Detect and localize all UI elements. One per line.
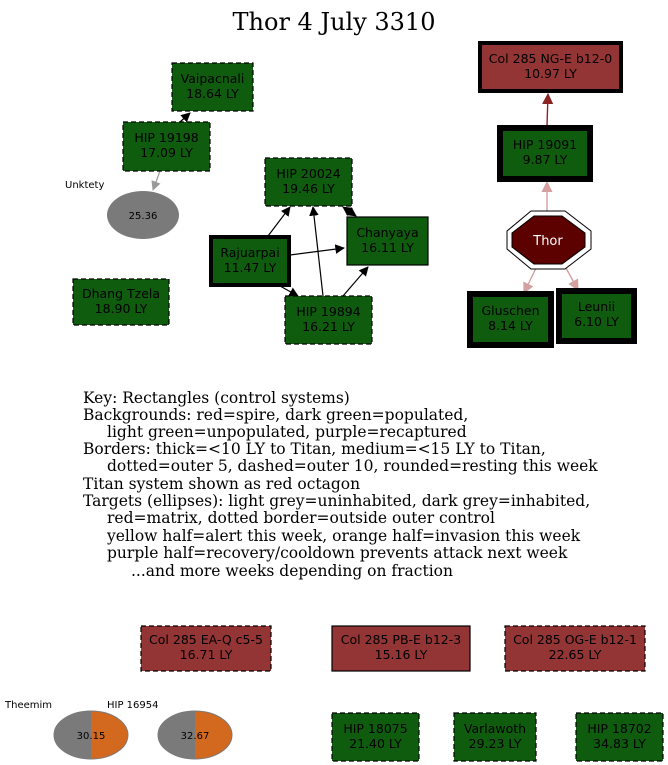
target-hip16954[interactable]: HIP 16954 32.67 xyxy=(107,700,233,760)
edge-hip20024-chanyaya xyxy=(342,206,357,217)
node-name: Col 285 EA-Q c5-5 xyxy=(149,632,263,647)
node-name: Leunii xyxy=(578,299,615,314)
node-distance: 15.16 LY xyxy=(375,647,428,662)
node-distance: 16.71 LY xyxy=(180,647,233,662)
node-distance: 9.87 LY xyxy=(523,152,568,167)
edge-hip19091-col285ng xyxy=(542,92,554,127)
edge-rajuarpai-hip20024 xyxy=(267,206,291,237)
target-value: 32.67 xyxy=(181,731,210,742)
edge-rajuarpai-chanyaya xyxy=(289,244,345,256)
node-distance: 8.14 LY xyxy=(488,318,533,333)
key-line: yellow half=alert this week, orange half… xyxy=(106,527,581,545)
node-name: Dhang Tzela xyxy=(82,286,160,301)
key-line: Backgrounds: red=spire, dark green=popul… xyxy=(83,406,468,424)
node-distance: 16.21 LY xyxy=(302,319,355,334)
node-name: Vaipacnali xyxy=(181,71,245,86)
node-name: HIP 19894 xyxy=(296,304,360,319)
node-hip20024[interactable]: HIP 20024 19.46 LY xyxy=(264,157,353,207)
key-line: red=matrix, dotted border=outside outer … xyxy=(107,509,495,527)
node-hip19091[interactable]: HIP 19091 9.87 LY xyxy=(497,125,593,182)
node-name: Col 285 OG-E b12-1 xyxy=(513,632,637,647)
key-line: purple half=recovery/cooldown prevents a… xyxy=(107,544,568,562)
node-distance: 21.40 LY xyxy=(349,736,402,751)
node-name: Gluschen xyxy=(481,303,539,318)
target-value: 25.36 xyxy=(129,211,158,222)
node-distance: 19.46 LY xyxy=(282,181,335,196)
node-hip18075[interactable]: HIP 18075 21.40 LY xyxy=(331,712,420,762)
target-unktety[interactable]: Unktety 25.36 xyxy=(65,180,179,239)
edge-hip19894-chanyaya xyxy=(342,266,369,297)
node-name: HIP 18075 xyxy=(343,721,407,736)
edge-hip19198-unktety xyxy=(151,170,161,191)
key-line: Key: Rectangles (control systems) xyxy=(83,389,350,407)
edge-rajuarpai-hip19894 xyxy=(279,285,299,297)
edges xyxy=(151,92,579,297)
node-name: Rajuarpai xyxy=(220,245,279,260)
node-distance: 6.10 LY xyxy=(574,314,619,329)
node-distance: 17.09 LY xyxy=(140,145,193,160)
node-name: Chanyaya xyxy=(356,225,418,240)
edge-hip19894-hip20024 xyxy=(309,206,324,297)
target-label: Unktety xyxy=(65,180,104,191)
node-col285ng[interactable]: Col 285 NG-E b12-0 10.97 LY xyxy=(478,41,623,93)
node-name: HIP 19091 xyxy=(513,137,577,152)
target-label: HIP 16954 xyxy=(107,700,159,711)
node-hip18702[interactable]: HIP 18702 34.83 LY xyxy=(575,712,664,762)
node-distance: 16.11 LY xyxy=(361,240,414,255)
node-distance: 34.83 LY xyxy=(593,736,646,751)
node-chanyaya[interactable]: Chanyaya 16.11 LY xyxy=(346,216,429,266)
edge-hip19198-vaipacnali xyxy=(179,112,191,123)
node-rajuarpai[interactable]: Rajuarpai 11.47 LY xyxy=(209,235,291,287)
node-gluschen[interactable]: Gluschen 8.14 LY xyxy=(467,291,554,348)
node-dhangtzela[interactable]: Dhang Tzela 18.90 LY xyxy=(72,278,170,326)
page-title: Thor 4 July 3310 xyxy=(233,8,436,36)
node-distance: 10.97 LY xyxy=(524,66,577,81)
node-distance: 18.90 LY xyxy=(95,301,148,316)
node-name: Varlawoth xyxy=(464,721,526,736)
titan-thor[interactable]: Thor xyxy=(506,210,592,270)
key-line: Titan system shown as red octagon xyxy=(83,475,360,493)
node-col285og[interactable]: Col 285 OG-E b12-1 22.65 LY xyxy=(504,625,646,672)
edge-thor-leunii xyxy=(565,267,579,291)
node-hip19894[interactable]: HIP 19894 16.21 LY xyxy=(284,295,373,345)
edge-thor-gluschen xyxy=(523,267,537,295)
node-name: HIP 18702 xyxy=(587,721,651,736)
node-name: Col 285 PB-E b12-3 xyxy=(341,632,461,647)
node-leunii[interactable]: Leunii 6.10 LY xyxy=(556,288,637,344)
node-col285ea[interactable]: Col 285 EA-Q c5-5 16.71 LY xyxy=(140,625,272,672)
node-name: Col 285 NG-E b12-0 xyxy=(489,51,612,66)
node-hip19198[interactable]: HIP 19198 17.09 LY xyxy=(122,121,211,172)
legend-key: Key: Rectangles (control systems) Backgr… xyxy=(83,389,598,580)
titan-name: Thor xyxy=(532,234,563,249)
node-varlawoth[interactable]: Varlawoth 29.23 LY xyxy=(453,712,537,762)
key-line: Targets (ellipses): light grey=uninhabit… xyxy=(83,492,590,510)
node-name: HIP 19198 xyxy=(134,130,198,145)
node-col285pb[interactable]: Col 285 PB-E b12-3 15.16 LY xyxy=(331,625,471,672)
node-distance: 11.47 LY xyxy=(224,260,277,275)
node-distance: 22.65 LY xyxy=(549,647,602,662)
node-name: HIP 20024 xyxy=(276,166,340,181)
node-distance: 18.64 LY xyxy=(186,86,239,101)
target-label: Theemim xyxy=(4,700,52,711)
target-value: 30.15 xyxy=(77,731,106,742)
node-vaipacnali[interactable]: Vaipacnali 18.64 LY xyxy=(171,62,254,112)
key-line: light green=unpopulated, purple=recaptur… xyxy=(107,423,467,441)
key-line: dotted=outer 5, dashed=outer 10, rounded… xyxy=(107,457,598,475)
key-line: ...and more weeks depending on fraction xyxy=(131,562,453,580)
node-distance: 29.23 LY xyxy=(469,736,522,751)
key-line: Borders: thick=<10 LY to Titan, medium=<… xyxy=(83,440,546,458)
